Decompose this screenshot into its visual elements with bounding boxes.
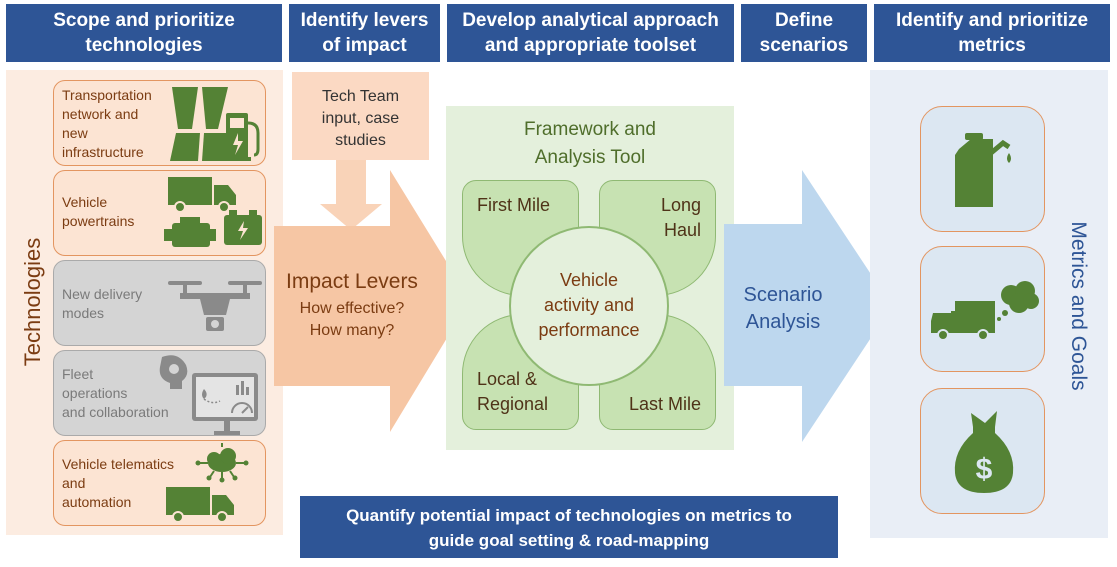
tech-card-label: Vehicle telematics and automation <box>62 456 175 510</box>
header-analytical: Develop analytical approach and appropri… <box>447 4 734 62</box>
header-scenarios: Define scenarios <box>741 4 867 62</box>
tech-card-label: Transportation network and new infrastru… <box>62 87 152 160</box>
tech-card-label: Fleet operations and collaboration <box>62 366 169 420</box>
first-mile-label: First Mile <box>477 195 550 215</box>
scenario-analysis-label: Scenario Analysis <box>743 284 823 333</box>
last-mile-label: Last Mile <box>628 394 701 414</box>
drone-icon <box>168 281 262 331</box>
long-haul-label: Long Haul <box>660 195 701 240</box>
impact-levers-line1: How effective? <box>299 300 405 317</box>
impact-levers-line2: How many? <box>309 322 395 339</box>
vehicle-activity-circle <box>509 226 669 386</box>
tech-card-delivery-modes: New delivery modes <box>53 260 266 346</box>
local-regional-label: Local & Regional <box>477 369 549 414</box>
fleet-dashboard-icon <box>159 355 258 435</box>
bottom-banner-text: Quantify potential impact of technologie… <box>346 506 792 550</box>
header-scope: Scope and prioritize technologies <box>6 4 282 62</box>
tech-card-powertrains: Vehicle powertrains <box>53 170 266 256</box>
impact-levers-title: Impact Levers <box>286 270 418 293</box>
road-and-charger-icon <box>170 87 260 161</box>
tech-card-transportation: Transportation network and new infrastru… <box>53 80 266 166</box>
metric-card-cost: $ <box>920 388 1045 514</box>
truck-emissions-icon <box>931 281 1039 341</box>
vehicle-activity-label: Vehicle activity and performance <box>538 270 640 340</box>
header-metrics: Identify and prioritize metrics <box>874 4 1110 62</box>
svg-text:$: $ <box>976 453 993 486</box>
tech-card-fleet-operations: Fleet operations and collaboration <box>53 350 266 436</box>
metric-card-emissions <box>920 246 1045 372</box>
impact-levers-arrow <box>274 160 470 432</box>
scenario-analysis-arrow <box>724 170 892 442</box>
truck-engine-battery-icon <box>164 177 262 247</box>
header-levers: Identify levers of impact <box>289 4 440 62</box>
tech-team-input-text: Tech Team input, case studies <box>321 88 400 149</box>
tech-card-telematics: Vehicle telematics and automation <box>53 440 266 526</box>
metric-card-fuel <box>920 106 1045 232</box>
fuel-can-icon <box>955 133 1011 207</box>
connected-truck-icon <box>166 443 249 523</box>
framework-title: Framework and Analysis Tool <box>524 119 656 168</box>
bottom-banner <box>300 496 838 558</box>
tech-team-input-box <box>292 72 429 160</box>
tech-card-label: Vehicle powertrains <box>62 194 135 229</box>
tech-card-label: New delivery modes <box>62 286 143 321</box>
money-bag-icon: $ <box>954 411 1014 493</box>
